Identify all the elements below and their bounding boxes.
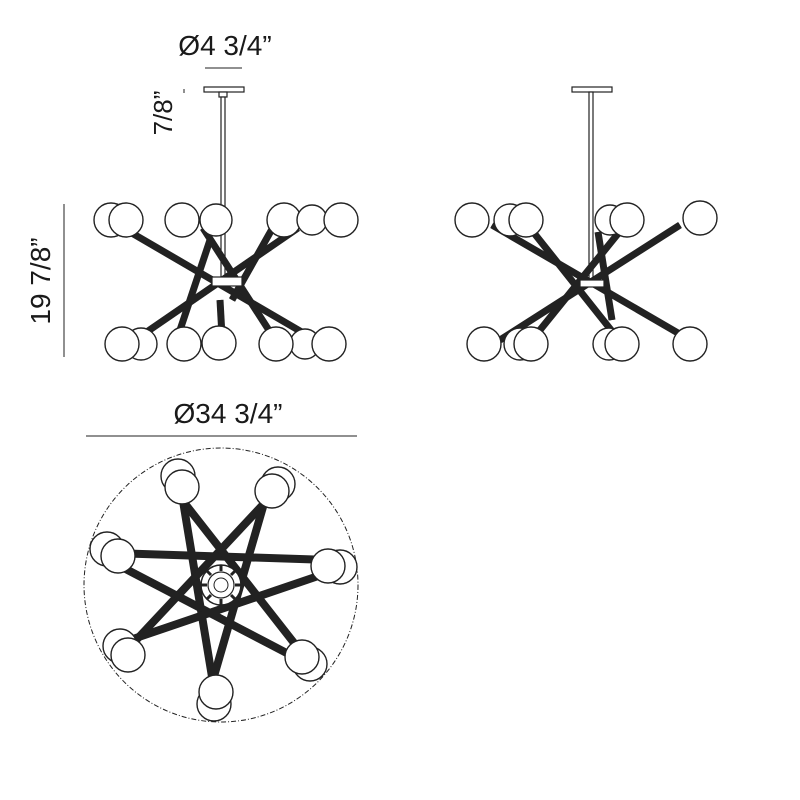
- globe: [609, 202, 645, 238]
- arm-fill: [129, 569, 331, 643]
- spoke: [205, 569, 213, 577]
- canopy-plate: [571, 86, 613, 93]
- stem-rod: [588, 91, 594, 283]
- canopy-diameter-label: Ø4 3/4”: [178, 30, 271, 61]
- globe: [284, 639, 320, 675]
- side-globes-bottom: [466, 326, 708, 362]
- globe: [266, 202, 302, 238]
- globe: [100, 538, 136, 574]
- canopy-plate: [203, 86, 245, 93]
- spoke: [205, 593, 213, 601]
- canopy-height-label: 7/8”: [148, 91, 178, 136]
- globe: [164, 202, 200, 238]
- arm-fill: [528, 226, 617, 337]
- side-globes-top: [454, 200, 718, 238]
- arm-fill: [229, 220, 279, 302]
- top-plan-view: [83, 447, 359, 723]
- fixture-diameter-label: Ø34 3/4”: [174, 398, 283, 429]
- globe: [604, 326, 640, 362]
- globe: [296, 204, 328, 236]
- globe: [164, 469, 200, 505]
- arm-fill: [179, 494, 218, 696]
- spoke: [229, 593, 237, 601]
- globe: [310, 548, 346, 584]
- globe: [198, 674, 234, 710]
- globe: [199, 203, 233, 237]
- canopy-collar: [218, 91, 228, 98]
- plan-hub: [200, 564, 242, 606]
- globe: [508, 202, 544, 238]
- arm-fill: [111, 550, 331, 563]
- side-elevation-view: [454, 86, 718, 362]
- spoke: [229, 569, 237, 577]
- arm-fill: [122, 493, 275, 654]
- globe: [672, 326, 708, 362]
- plan-globes: [89, 458, 358, 722]
- globe: [104, 326, 140, 362]
- arm-fill: [595, 231, 615, 321]
- stem-rod: [220, 96, 226, 278]
- globe: [682, 200, 718, 236]
- globe: [454, 202, 490, 238]
- side-hub: [579, 279, 605, 288]
- arm-fill: [177, 239, 213, 331]
- globe: [201, 325, 237, 361]
- globe: [258, 326, 294, 362]
- hub-center: [213, 577, 229, 593]
- globe: [254, 473, 290, 509]
- fixture-outline-circle: [83, 447, 359, 723]
- front-globes-top: [93, 202, 359, 238]
- fixture-height-label: 19 7/8”: [25, 237, 56, 324]
- globe: [311, 326, 347, 362]
- globe: [323, 202, 359, 238]
- globe: [108, 202, 144, 238]
- hub-spokes: [201, 565, 241, 605]
- globe: [110, 637, 146, 673]
- front-hub: [211, 276, 243, 287]
- dimension-labels: Ø4 3/4” 7/8” 19 7/8” Ø34 3/4”: [25, 30, 357, 437]
- arm-fill: [538, 223, 627, 332]
- front-elevation-view: [93, 86, 359, 362]
- globe: [466, 326, 502, 362]
- globe: [166, 326, 202, 362]
- front-globes-bottom: [104, 325, 347, 362]
- globe: [513, 326, 549, 362]
